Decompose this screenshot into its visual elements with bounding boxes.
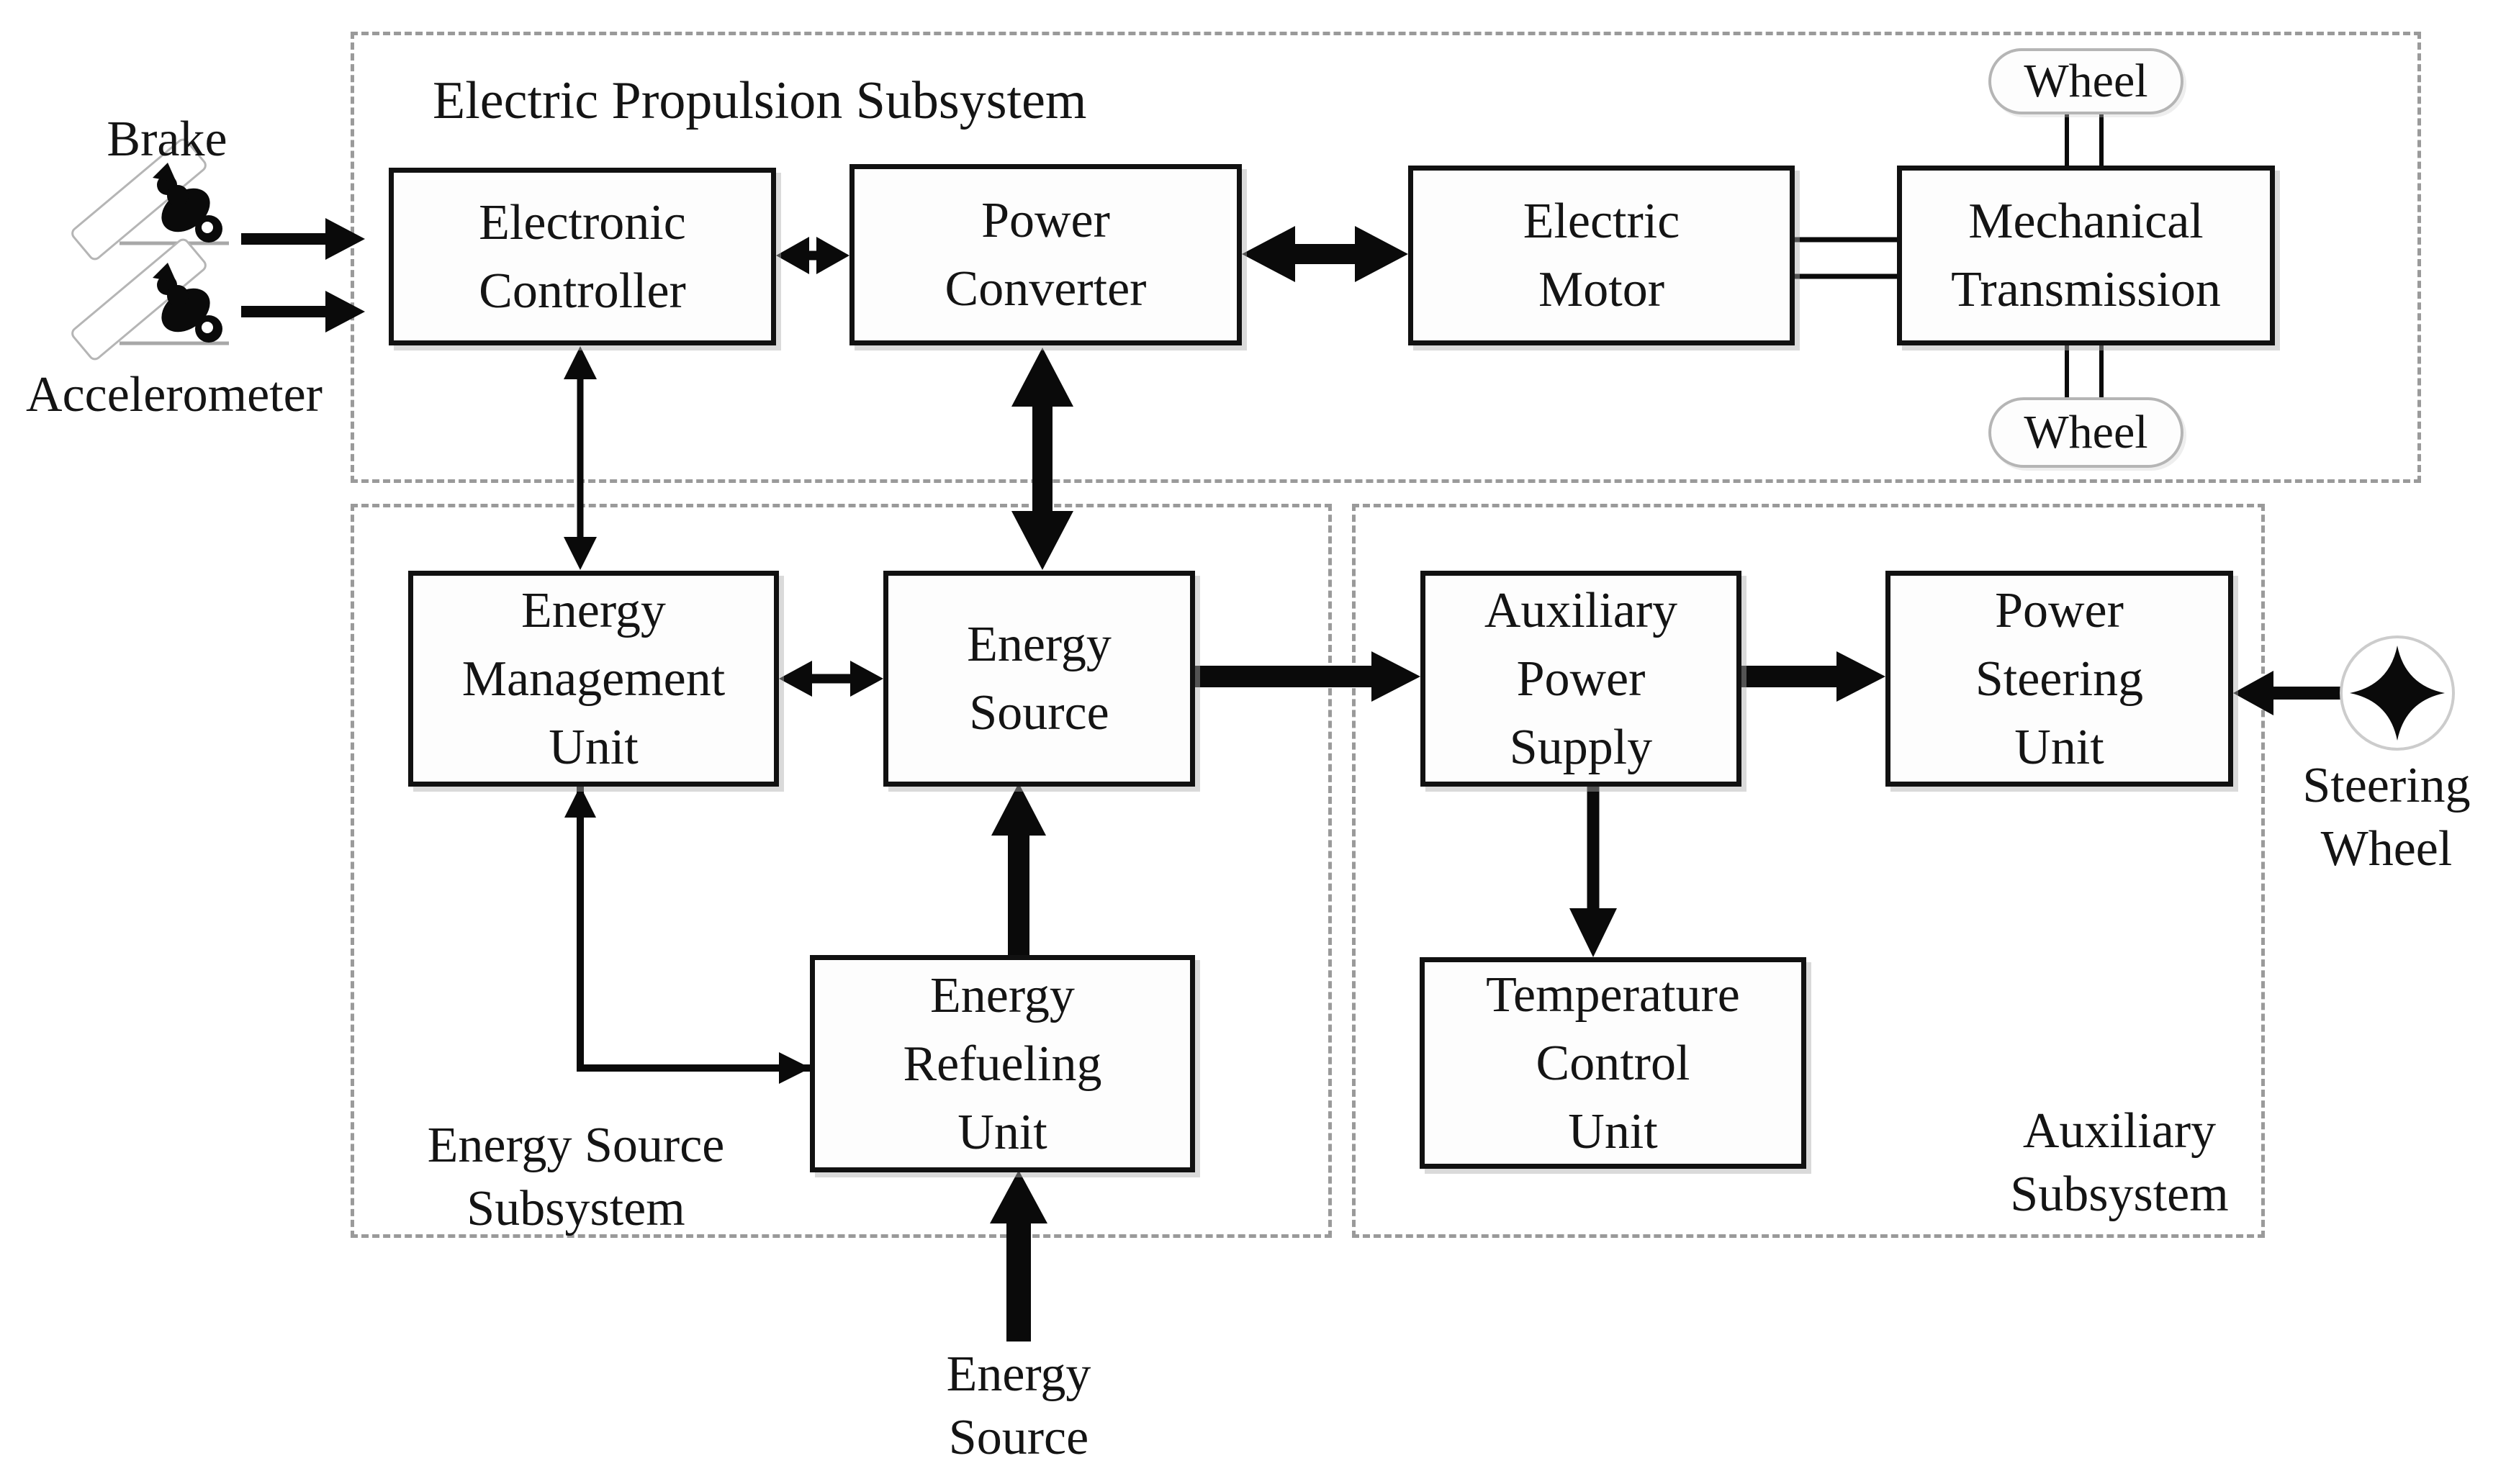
accelerator-pedal-icon (71, 238, 229, 361)
block-mechanical-transmission: Mechanical Transmission (1897, 166, 2275, 345)
block-wheel-bottom: Wheel (1988, 397, 2183, 468)
steering-psu-arrow (2233, 671, 2343, 715)
block-electronic-controller: Electronic Controller (389, 168, 776, 345)
refueling-energy-source-arrow (991, 783, 1046, 957)
aps-tcu-arrow (1569, 787, 1617, 957)
motor-transmission-link (1795, 237, 1897, 279)
steering-wheel-icon (2340, 635, 2455, 751)
block-label: Auxiliary Power Supply (1484, 582, 1678, 775)
steering-wheel-label: Steering Wheel (2302, 758, 2471, 877)
energy-source-aps-arrow (1195, 651, 1420, 702)
external-energy-source-label: Energy Source (946, 1347, 1091, 1465)
block-label: Energy Refueling Unit (903, 967, 1102, 1160)
energy-source-subsystem-label: Energy Source Subsystem (427, 1118, 725, 1236)
accelerometer-label: Accelerometer (26, 367, 323, 422)
block-label: Wheel (2024, 406, 2148, 458)
energy-source-subsystem-container (351, 504, 1332, 1238)
block-label: Energy Source (967, 617, 1112, 741)
block-label: Electronic Controller (479, 194, 686, 319)
accelerometer-arrow (241, 291, 365, 332)
block-temperature-control-unit: Temperature Control Unit (1420, 957, 1806, 1169)
emu-refueling-connector (564, 786, 811, 1084)
brake-pedal-icon (71, 138, 229, 261)
block-power-steering-unit: Power Steering Unit (1885, 571, 2233, 787)
emu-energy-source-arrow (779, 661, 883, 697)
block-label: Power Converter (945, 193, 1147, 317)
block-power-converter: Power Converter (849, 164, 1242, 345)
block-label: Wheel (2024, 55, 2148, 107)
block-energy-source: Energy Source (883, 571, 1195, 787)
controller-emu-arrow (564, 346, 597, 570)
block-energy-refueling-unit: Energy Refueling Unit (810, 955, 1195, 1172)
controller-converter-arrow (776, 237, 849, 274)
block-label: Power Steering Unit (1975, 582, 2144, 775)
propulsion-subsystem-label: Electric Propulsion Subsystem (433, 71, 1087, 130)
auxiliary-subsystem-container (1352, 504, 2265, 1238)
block-label: Electric Motor (1523, 194, 1680, 317)
converter-energy-source-arrow (1011, 348, 1073, 570)
transmission-wheel-top-link (2065, 114, 2104, 168)
converter-motor-arrow (1242, 226, 1408, 282)
block-auxiliary-power-supply: Auxiliary Power Supply (1420, 571, 1741, 787)
supply-refueling-arrow (990, 1170, 1047, 1342)
aps-psu-arrow (1741, 651, 1885, 702)
block-energy-management-unit: Energy Management Unit (408, 571, 779, 787)
block-wheel-top: Wheel (1988, 48, 2183, 114)
block-label: Mechanical Transmission (1951, 194, 2221, 317)
block-electric-motor: Electric Motor (1408, 166, 1795, 345)
block-label: Energy Management Unit (461, 582, 726, 775)
block-label: Temperature Control Unit (1486, 967, 1740, 1159)
propulsion-subsystem-container (351, 32, 2421, 483)
transmission-wheel-bottom-link (2065, 345, 2104, 399)
auxiliary-subsystem-label: Auxiliary Subsystem (2010, 1103, 2229, 1222)
brake-arrow (241, 218, 365, 260)
brake-label: Brake (107, 112, 227, 167)
